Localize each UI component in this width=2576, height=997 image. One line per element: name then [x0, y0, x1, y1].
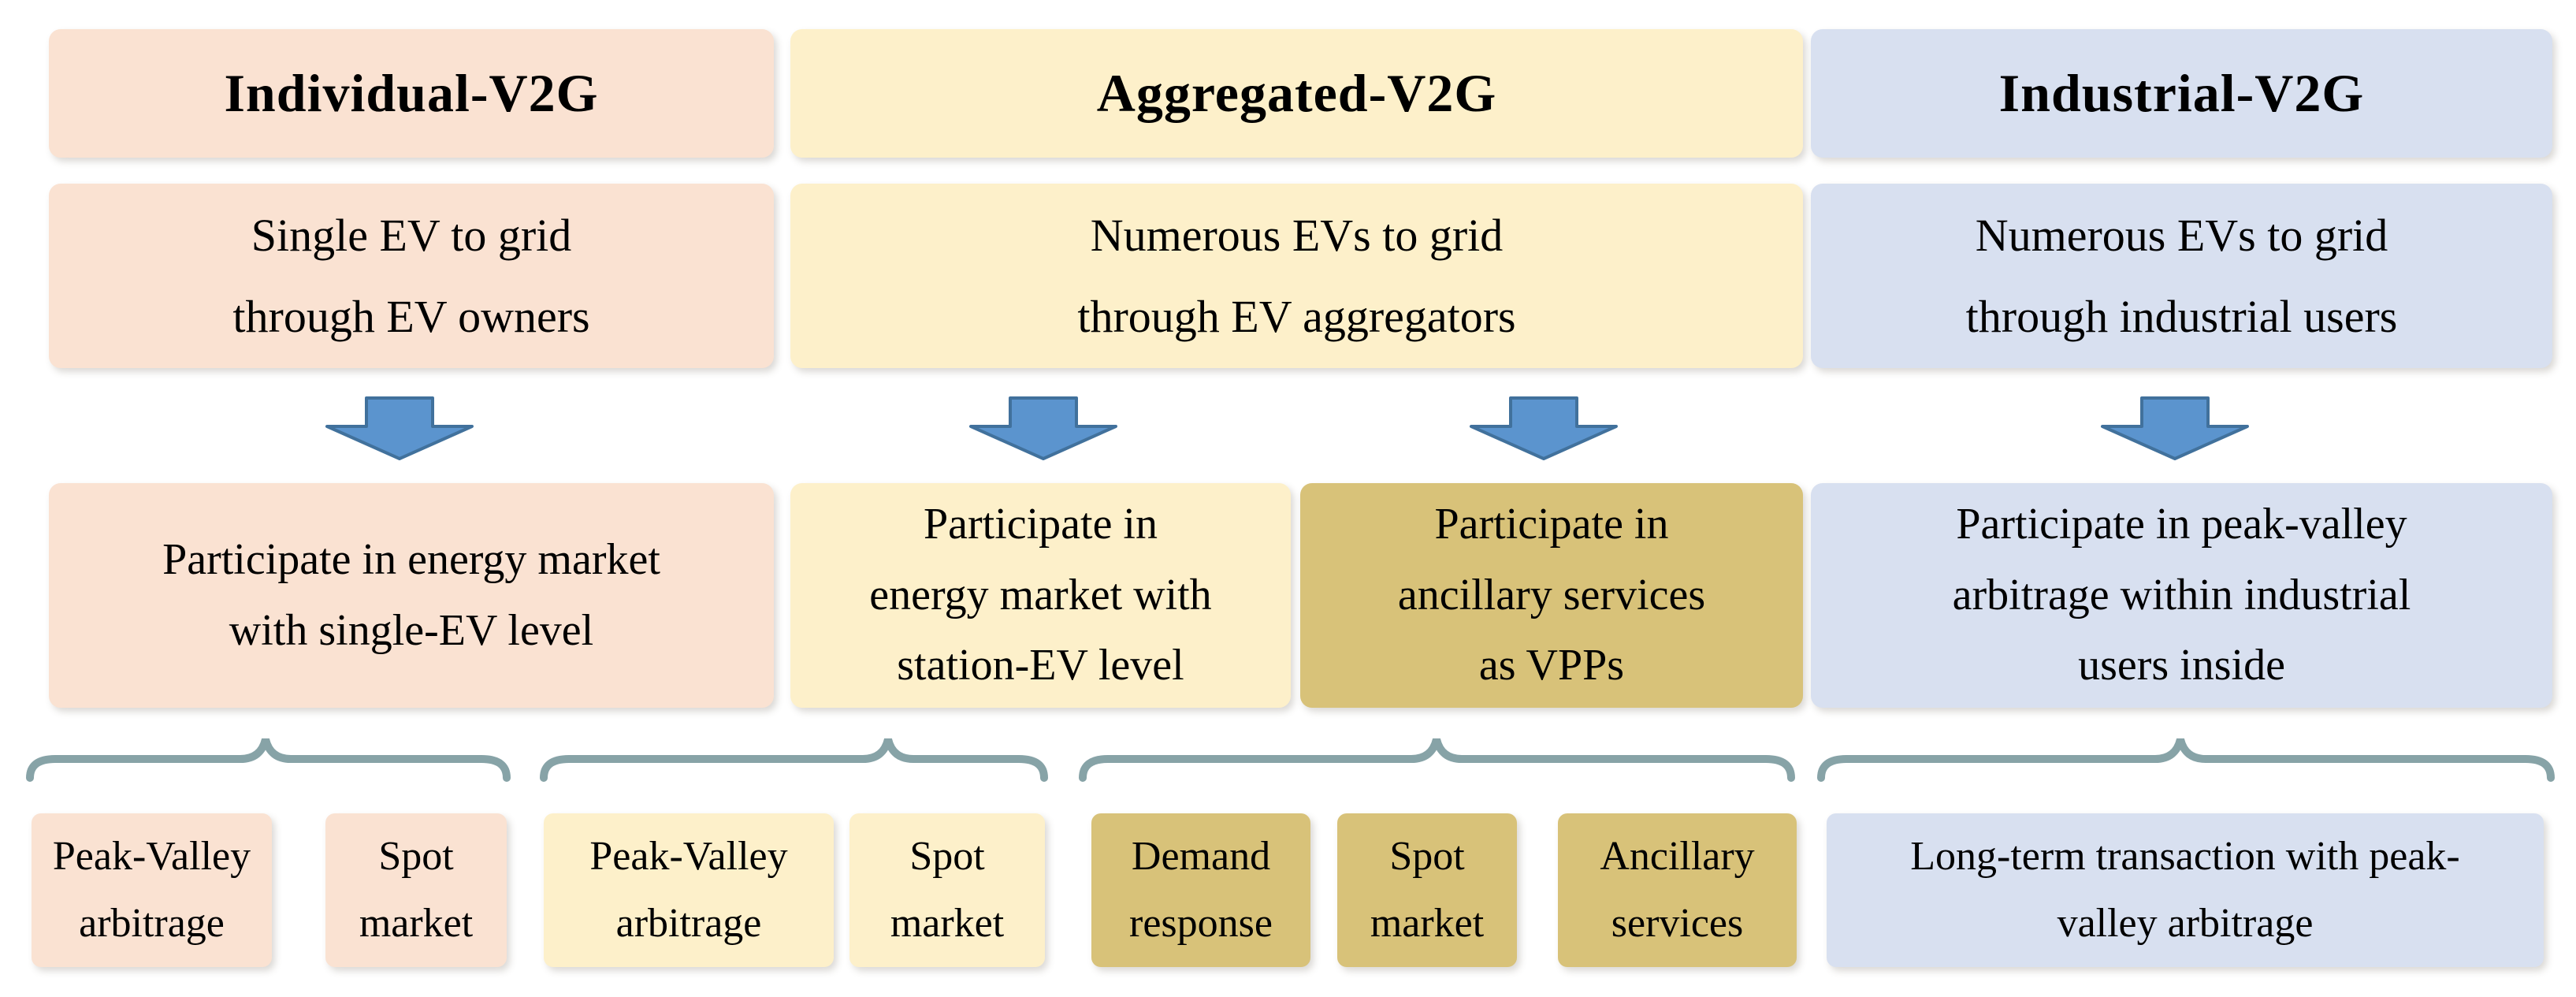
down-arrow-icon — [325, 396, 474, 460]
down-arrow-icon — [1470, 396, 1618, 460]
curly-brace-icon — [1079, 738, 1795, 782]
column-header-aggregated-v2g: Aggregated-V2G — [790, 29, 1803, 158]
column-header-industrial-v2g: Industrial-V2G — [1811, 29, 2552, 158]
description-industrial-v2g: Numerous EVs to grid through industrial … — [1811, 184, 2552, 368]
description-individual-v2g: Single EV to grid through EV owners — [49, 184, 774, 368]
market-peak-valley-arbitrage-individual: Peak-Valley arbitrage — [32, 813, 272, 967]
market-spot-market-vpp: Spot market — [1337, 813, 1517, 967]
participation-aggregated-ancillary-services: Participate in ancillary services as VPP… — [1300, 483, 1803, 708]
curly-brace-icon — [26, 738, 511, 782]
market-spot-market-individual: Spot market — [325, 813, 507, 967]
description-aggregated-v2g: Numerous EVs to grid through EV aggregat… — [790, 184, 1803, 368]
down-arrow-icon — [969, 396, 1117, 460]
participation-individual-energy-market: Participate in energy market with single… — [49, 483, 774, 708]
market-ancillary-services-vpp: Ancillary services — [1558, 813, 1797, 967]
curly-brace-icon — [1817, 738, 2555, 782]
participation-aggregated-energy-market: Participate in energy market with statio… — [790, 483, 1291, 708]
market-peak-valley-arbitrage-aggregated: Peak-Valley arbitrage — [544, 813, 834, 967]
column-header-individual-v2g: Individual-V2G — [49, 29, 774, 158]
market-demand-response-aggregated: Demand response — [1091, 813, 1310, 967]
curly-brace-icon — [540, 738, 1048, 782]
down-arrow-icon — [2101, 396, 2249, 460]
participation-industrial-peak-valley: Participate in peak-valley arbitrage wit… — [1811, 483, 2552, 708]
market-spot-market-aggregated: Spot market — [849, 813, 1045, 967]
market-long-term-transaction-industrial: Long-term transaction with peak- valley … — [1827, 813, 2544, 967]
